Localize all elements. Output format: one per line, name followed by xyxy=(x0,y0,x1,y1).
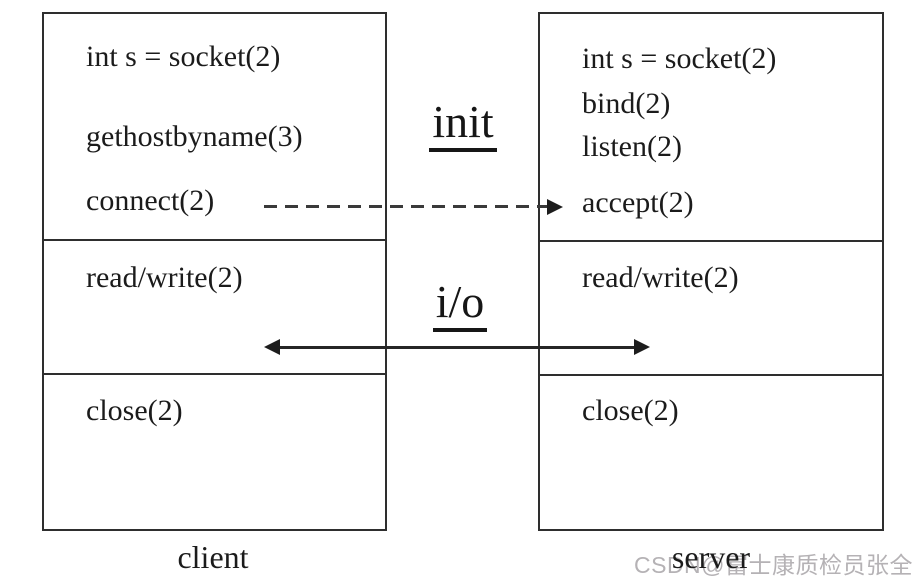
server-readwrite-call: read/write(2) xyxy=(582,261,739,294)
server-close-call: close(2) xyxy=(582,394,679,427)
io-underlined-text: i/o xyxy=(432,279,488,332)
server-box xyxy=(538,12,884,531)
client-connect-call: connect(2) xyxy=(86,184,215,217)
csdn-watermark: CSDN@富士康质检员张全蛋 xyxy=(634,552,913,578)
client-divider-io-close xyxy=(44,373,385,375)
io-arrow-line xyxy=(276,346,638,349)
server-accept-call: accept(2) xyxy=(582,186,694,219)
server-listen-call: listen(2) xyxy=(582,130,682,163)
io-arrow-right-head-icon xyxy=(634,339,650,355)
phase-label-init: init xyxy=(398,99,528,152)
client-box-label: client xyxy=(177,539,249,575)
server-divider-init-io xyxy=(540,240,882,242)
server-bind-call: bind(2) xyxy=(582,87,671,120)
client-socket-call: int s = socket(2) xyxy=(86,40,281,73)
server-box-label: server xyxy=(671,539,751,575)
server-divider-io-close xyxy=(540,374,882,376)
phase-label-io: i/o xyxy=(395,279,525,332)
init-underlined-text: init xyxy=(429,99,497,152)
server-socket-call: int s = socket(2) xyxy=(582,42,777,75)
io-arrow-left-head-icon xyxy=(264,339,280,355)
client-divider-init-io xyxy=(44,239,385,241)
client-gethostbyname-call: gethostbyname(3) xyxy=(86,120,303,153)
client-close-call: close(2) xyxy=(86,394,183,427)
client-readwrite-call: read/write(2) xyxy=(86,261,243,294)
client-box xyxy=(42,12,387,531)
dashed-arrow-line xyxy=(264,205,548,208)
dashed-arrow-head-icon xyxy=(547,199,563,215)
